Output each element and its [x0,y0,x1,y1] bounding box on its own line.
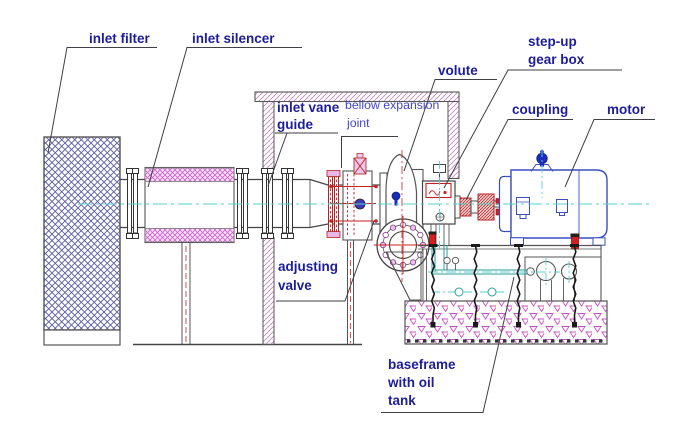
bellow-expansion-joint [329,153,378,241]
leader-step-up-gear-box [443,69,622,189]
pipe-flanges [126,168,294,239]
anchor-bolt [471,244,480,328]
label-step-up-2: gear box [528,52,585,67]
gearbox-nameplate [425,182,452,199]
anchor-bolt [570,244,579,328]
labels: inlet filter inlet silencer inlet vane g… [89,31,646,408]
oil-piping [431,245,527,275]
leader-volute [403,79,497,172]
frame-right-post [447,101,460,179]
label-baseframe-3: tank [388,393,416,408]
label-inlet-silencer: inlet silencer [192,31,275,46]
motor [498,150,608,250]
centerlines [78,149,650,282]
inlet-filter [43,136,121,346]
label-baseframe-1: baseframe [388,357,456,372]
label-inlet-filter: inlet filter [89,31,151,46]
baseframe [418,244,602,302]
oil-pump-unit [526,258,578,301]
frame-bolt-holes [432,287,505,297]
anchor-bolts [428,244,579,328]
motor-eyebolt [536,150,548,167]
volute-eyebolt [391,191,401,201]
leader-coupling [465,119,573,201]
label-baseframe-2: with oil [387,375,435,390]
leader-adjusting-valve [276,220,375,302]
flange [281,168,294,239]
leader-inlet-silencer [147,47,302,188]
frame-beam [254,91,460,103]
leader-motor [564,119,655,188]
label-step-up-1: step-up [528,34,577,49]
label-adjusting-valve-2: valve [278,278,312,293]
oil-tank-box [524,256,602,302]
motor-foot [592,237,606,246]
volute-assembly [374,153,432,301]
label-bellow-2: joint [346,116,370,130]
anchor-bolt [514,244,523,328]
support-legs [179,240,354,344]
leader-bellow-joint [341,136,398,168]
label-motor: motor [607,102,646,117]
flange [126,168,139,239]
label-inlet-vane-guide-2: guide [277,117,313,132]
label-inlet-vane-guide-1: inlet vane [277,100,340,115]
inlet-silencer [144,166,235,244]
leader-inlet-filter [47,47,157,154]
leader-lines [47,47,655,413]
volute-support [385,251,422,301]
gearbox-drain-valve [429,233,436,245]
label-coupling: coupling [512,102,568,117]
label-adjusting-valve-1: adjusting [278,259,338,274]
label-volute: volute [438,63,478,78]
flange [236,168,249,239]
valve-actuator [353,153,367,175]
oil-level-gauges [443,256,460,270]
motor-terminal-box [516,197,568,219]
leader-baseframe [381,276,515,413]
anchor-bolt [428,244,438,328]
label-bellow-1: bellow expansion [345,98,440,112]
coupling [454,193,501,221]
